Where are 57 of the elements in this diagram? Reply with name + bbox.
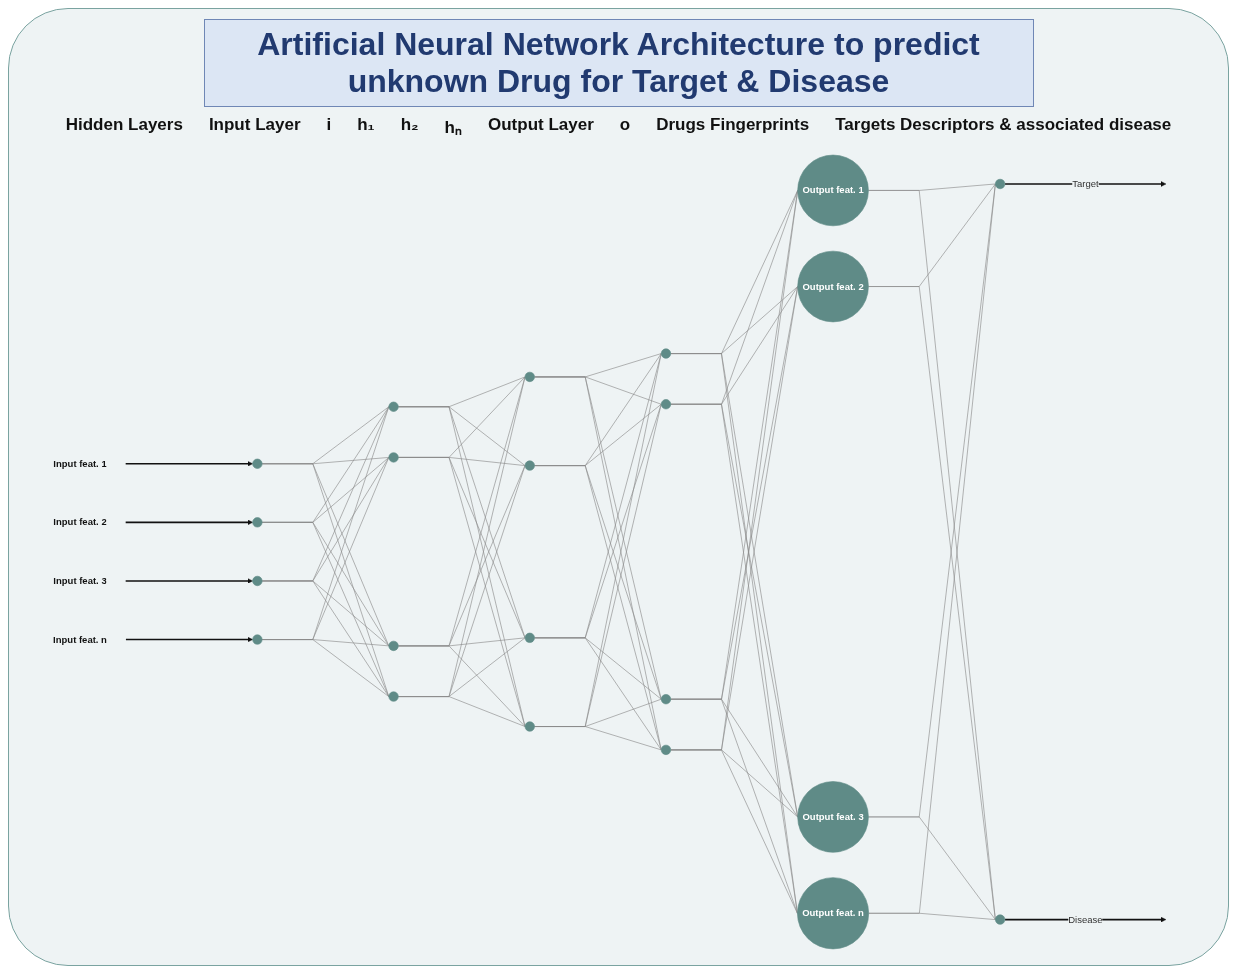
connector: [669, 749, 798, 914]
node-circle: [524, 632, 535, 643]
node-text: Input feat. 1: [52, 457, 107, 469]
node-circle: [524, 371, 535, 382]
node-circle: [660, 744, 671, 755]
node-circle: Output feat. 3: [796, 780, 869, 853]
layer-label: Drugs Fingerprints: [656, 115, 810, 136]
node-circle: [251, 516, 262, 527]
connector: [533, 637, 662, 750]
node-circle: [660, 348, 671, 359]
connector: [397, 695, 525, 727]
arrow: [124, 577, 253, 584]
arrow: [124, 519, 253, 525]
layer-label: h₁: [357, 115, 375, 136]
layer-label: o: [619, 115, 631, 136]
layer-label: h₂: [400, 115, 419, 136]
connector: [669, 698, 798, 914]
node-circle: [251, 458, 262, 469]
arrow: [124, 636, 253, 642]
layer-label: Input Layer: [208, 115, 301, 136]
arrow: [124, 460, 253, 467]
title-banner: Artificial Neural Network Architecture to predict unknown Drug for Target & Disease: [203, 19, 1034, 107]
layer-label: Output Layer: [488, 115, 594, 136]
node-circle: [994, 914, 1005, 925]
connector: [397, 645, 525, 727]
connector: [261, 638, 389, 697]
node-circle: [388, 640, 399, 651]
node-circle: [994, 178, 1005, 189]
edge-label: Disease: [1067, 913, 1103, 925]
layer-label: hₙ: [444, 117, 462, 138]
node-circle: [388, 691, 399, 702]
edge-label: Target: [1071, 177, 1099, 189]
layer-label: Hidden Layers: [65, 115, 183, 136]
node-circle: [388, 401, 399, 412]
connector: [261, 462, 389, 697]
node-circle: [660, 693, 671, 704]
node-text: Input feat. 2: [52, 516, 107, 527]
connector: [533, 464, 662, 750]
connector: [533, 725, 662, 750]
connector: [261, 521, 389, 697]
node-circle: [251, 634, 262, 645]
connector: [867, 912, 996, 920]
connector: [867, 816, 996, 920]
node-circle: [524, 720, 535, 732]
node-circle: [660, 398, 671, 409]
node-circle: Output feat. 1: [796, 154, 869, 226]
node-circle: Output feat. n: [796, 876, 869, 949]
node-circle: Output feat. 2: [796, 250, 869, 322]
node-text: Input feat. 3: [52, 574, 107, 586]
node-circle: [524, 460, 535, 471]
node-text: Input feat. n: [52, 633, 107, 644]
connector: [397, 405, 525, 727]
layer-label: i: [326, 115, 332, 136]
node-circle: [388, 451, 399, 462]
node-circle: [251, 575, 262, 586]
connector: [261, 580, 389, 697]
layer-label: Targets Descriptors & associated disease: [835, 115, 1172, 136]
